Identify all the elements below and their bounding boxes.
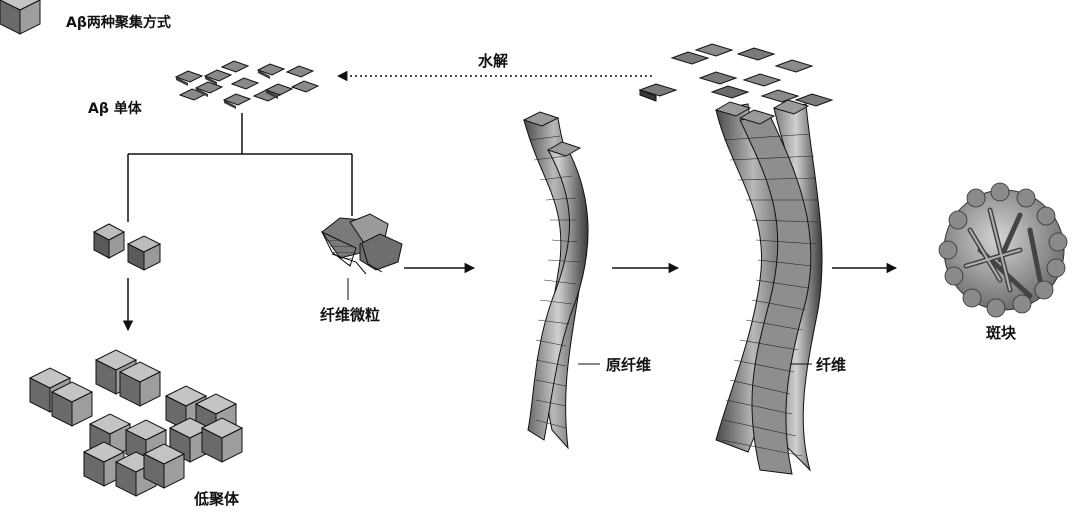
fibril-helix-icon xyxy=(714,99,823,475)
plaque-label: 斑块 xyxy=(986,324,1017,342)
monomer-tiles-icon xyxy=(174,60,320,109)
oligomer-label: 低聚体 xyxy=(194,490,240,508)
plaque-sphere-icon xyxy=(938,182,1068,318)
fibril-particle-cluster-icon xyxy=(320,213,403,275)
oligomer-cluster-icon xyxy=(0,0,243,497)
fibril-label: 纤维 xyxy=(816,356,847,374)
protofibril-label: 原纤维 xyxy=(606,356,652,374)
protofibril-helix-icon xyxy=(522,111,589,450)
branch-connector xyxy=(127,113,353,222)
hydrolysis-label: 水解 xyxy=(478,52,509,70)
monomer-label: Aβ 单体 xyxy=(88,101,142,117)
hydrolysis-tiles-icon xyxy=(638,43,834,107)
diagram-title: Aβ两种聚集方式 xyxy=(66,15,171,31)
oligomer-seed-cubes-icon xyxy=(92,223,162,271)
fibril-particle-label: 纤维微粒 xyxy=(320,306,381,324)
